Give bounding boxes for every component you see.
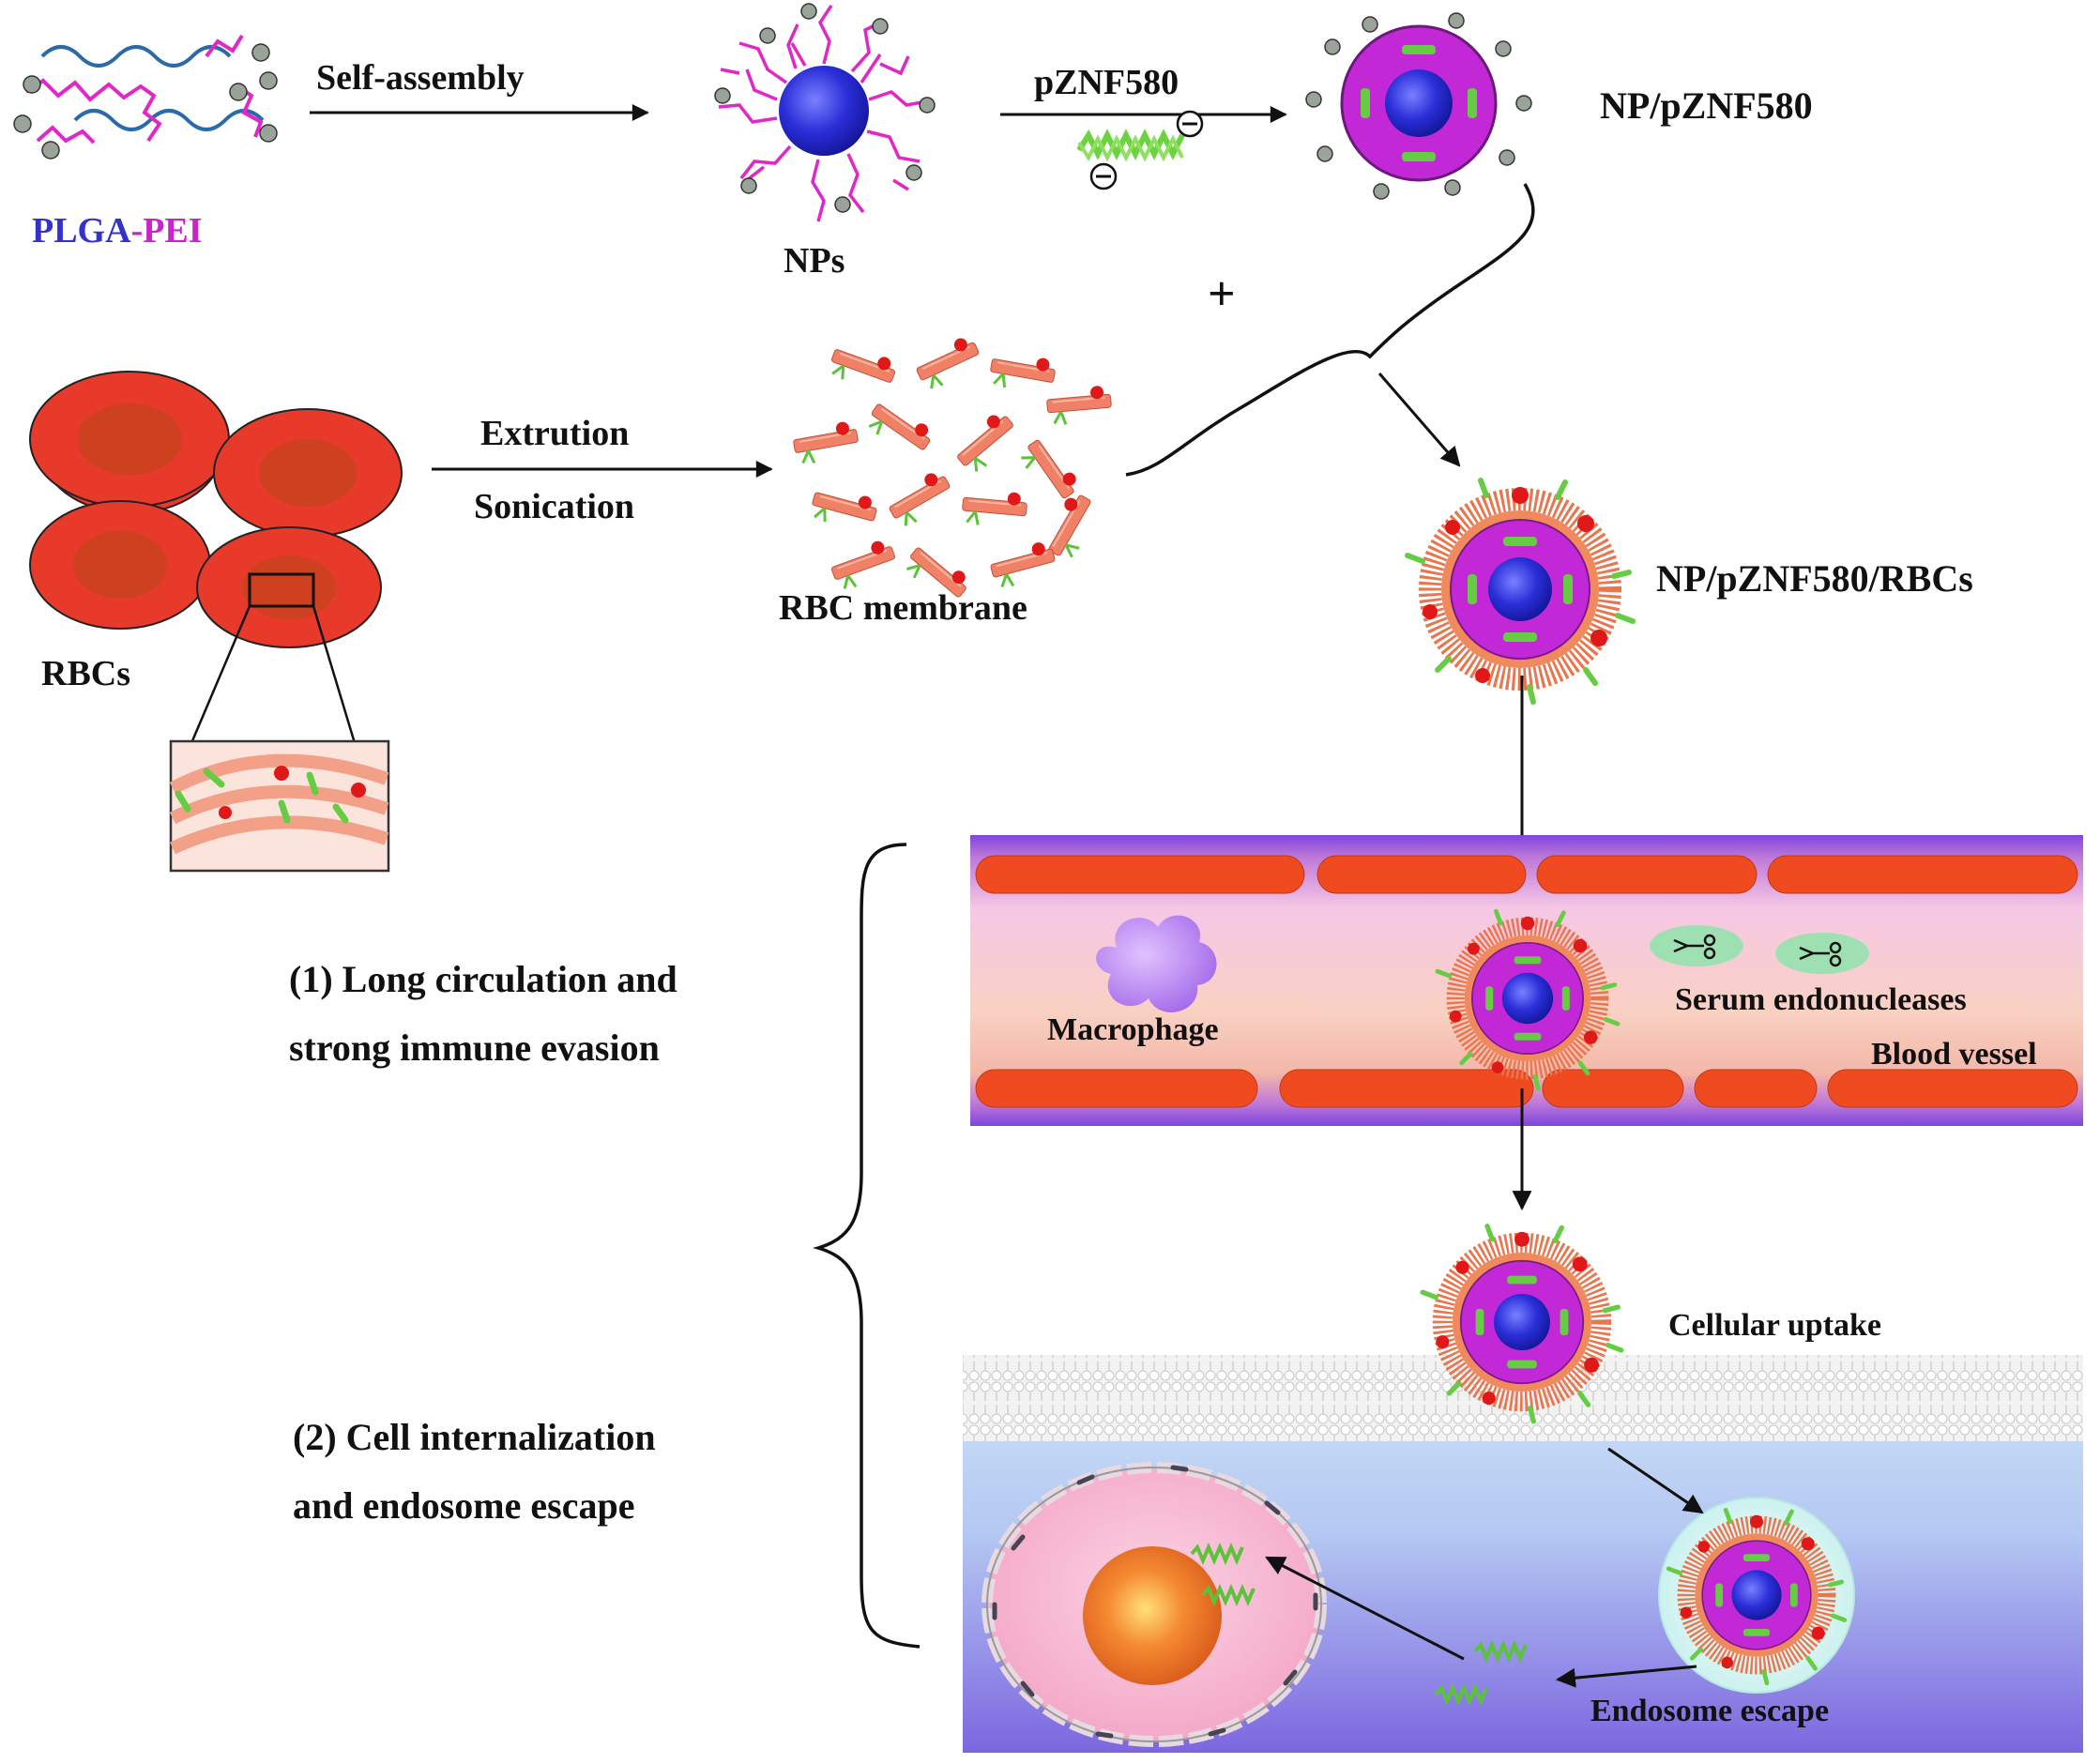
- rbc-membrane-label: RBC membrane: [779, 588, 1027, 628]
- blood-vessel-label: Blood vessel: [1871, 1037, 2037, 1072]
- step1-line1: (1) Long circulation and: [289, 958, 677, 1000]
- pznf580-label: pZNF580: [1034, 63, 1179, 102]
- membrane-zoom-inset: [169, 739, 390, 873]
- np-micelle: [714, 3, 936, 222]
- nps-label: NPs: [784, 241, 845, 281]
- dash-text: -: [131, 211, 144, 251]
- rbc-membrane-fragments: [790, 331, 1115, 610]
- escape-arrow: [1555, 1665, 1697, 1688]
- rbcs-label: RBCs: [41, 654, 130, 693]
- steps-brace: [812, 843, 921, 1649]
- zoom-line-right: [312, 605, 357, 744]
- to-nucleus-arrow: [1265, 1556, 1465, 1661]
- zoom-box: [248, 572, 315, 608]
- extrution-label: Extrution: [480, 414, 629, 453]
- plasmid-dna-icon: [1076, 110, 1204, 190]
- combine-arrow: [1377, 373, 1461, 467]
- np-pznf580-rbcs-label: NP/pZNF580/RBCs: [1656, 557, 1973, 600]
- step2-line2: and endosome escape: [293, 1484, 634, 1527]
- rbc-cell-1: [29, 371, 230, 508]
- zoom-line-left: [190, 605, 251, 744]
- np-pznf580-particle: [1305, 12, 1532, 200]
- target-cell: [963, 1226, 2083, 1753]
- nucleus: [1083, 1546, 1222, 1685]
- np-pznf580-rbcs-particle: [1408, 480, 1633, 702]
- macrophage-shape: [1096, 915, 1217, 1012]
- cell-nucleus-body: [982, 1462, 1327, 1747]
- blood-vessel: [970, 835, 2083, 1126]
- self-assembly-label: Self-assembly: [316, 58, 525, 98]
- plga-text: PLGA: [32, 211, 131, 251]
- macrophage-label: Macrophage: [1047, 1012, 1219, 1047]
- step1-line2: strong immune evasion: [289, 1026, 660, 1069]
- np-pznf580-label: NP/pZNF580: [1600, 84, 1813, 127]
- plga-pei-label: PLGA-PEI: [32, 211, 203, 251]
- rbc-cell-2: [213, 408, 403, 538]
- pei-text: PEI: [143, 211, 202, 251]
- to-endosome-arrow: [1607, 1447, 1704, 1514]
- endonuclease-1: [1650, 925, 1743, 966]
- plus-sign: +: [1208, 267, 1236, 321]
- endosome-escape-label: Endosome escape: [1590, 1694, 1829, 1728]
- step2-line1: (2) Cell internalization: [293, 1416, 656, 1458]
- serum-endonucleases-label: Serum endonucleases: [1675, 982, 1967, 1017]
- endonuclease-2: [1775, 933, 1869, 974]
- sonication-label: Sonication: [474, 487, 634, 526]
- rbc-cell-4: [196, 526, 382, 648]
- cellular-uptake-label: Cellular uptake: [1668, 1308, 1881, 1343]
- rbc-cell-3: [29, 500, 211, 630]
- combine-brace: [1125, 183, 1535, 477]
- plga-pei-polymer: [13, 34, 278, 160]
